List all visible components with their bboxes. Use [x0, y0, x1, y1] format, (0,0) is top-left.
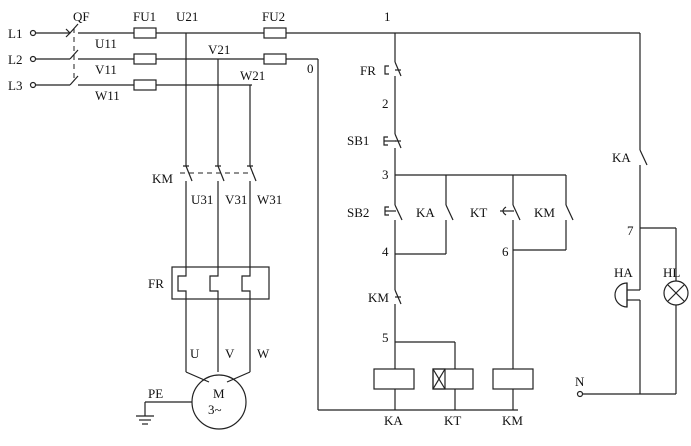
motor-m: M 3~: [185, 371, 251, 430]
label-km-coil: KM: [502, 413, 523, 428]
ka-no-contact: [395, 175, 454, 255]
terminal-l2: [29, 55, 37, 63]
main-circuit: KM U31 V31 W31 FR U V W M 3~: [136, 33, 282, 430]
label-pe: PE: [148, 386, 163, 401]
label-w11: W11: [95, 88, 120, 103]
label-node-1: 1: [384, 9, 391, 24]
alarm-circuit: KA 7 HA HL N: [575, 33, 689, 398]
terminal-n: [576, 390, 584, 398]
label-fu2: FU2: [262, 9, 285, 24]
fr-nc-contact: [384, 61, 402, 134]
label-kt-coil: KT: [444, 413, 461, 428]
label-fr-main: FR: [148, 276, 164, 291]
buzzer-ha: [614, 282, 641, 394]
label-l2: L2: [8, 52, 22, 67]
label-kt-contact: KT: [470, 205, 487, 220]
label-sb2: SB2: [347, 205, 369, 220]
label-motor-m: M: [213, 386, 225, 401]
neutral-n: [576, 390, 676, 398]
km-nc-contact: [394, 289, 402, 369]
ka-alarm-contact: [639, 149, 648, 228]
label-node-3: 3: [382, 167, 389, 182]
label-u21: U21: [176, 9, 198, 24]
label-qf: QF: [73, 9, 90, 24]
label-node-7: 7: [627, 223, 634, 238]
label-hl: HL: [663, 265, 680, 280]
coil-kt: [432, 368, 474, 410]
power-input-section: L1 L2 L3 QF FU1 U21 FU2 1 U11 V11 W11 V2…: [8, 9, 640, 411]
label-l3: L3: [8, 78, 22, 93]
km-main-contacts: [180, 162, 257, 190]
ground-pe: [136, 401, 192, 425]
label-node-2: 2: [382, 96, 389, 111]
label-v21: V21: [208, 42, 230, 57]
label-km-main: KM: [152, 171, 173, 186]
label-ka-contact: KA: [416, 205, 435, 220]
label-n: N: [575, 374, 585, 389]
label-node-6: 6: [502, 244, 509, 259]
fuse-fu1: [133, 27, 157, 91]
coil-ka: [373, 368, 415, 410]
label-v: V: [225, 346, 235, 361]
control-circuit: FR 2 SB1 3 SB2 KA 4: [347, 33, 574, 428]
coil-km: [492, 368, 534, 410]
label-km-nc: KM: [368, 290, 389, 305]
sb1-stop-button: [383, 133, 402, 175]
label-ka-alarm: KA: [612, 150, 631, 165]
label-sb1: SB1: [347, 133, 369, 148]
label-node-4: 4: [382, 244, 389, 259]
sb2-start-button: [384, 175, 403, 290]
km-seal-contact: [513, 175, 574, 251]
label-u: U: [190, 346, 200, 361]
label-v31: V31: [225, 192, 247, 207]
label-node-0: 0: [307, 61, 314, 76]
label-fu1: FU1: [133, 9, 156, 24]
label-u11: U11: [95, 36, 117, 51]
fuse-fu2: [263, 27, 287, 65]
terminal-l1: [29, 29, 37, 37]
label-node-5: 5: [382, 330, 389, 345]
kt-timed-contact: [500, 175, 521, 369]
thermal-relay-fr: [171, 266, 270, 300]
label-fr-ctrl: FR: [360, 63, 376, 78]
label-ha: HA: [614, 265, 633, 280]
label-w21: W21: [240, 68, 265, 83]
label-km-seal: KM: [534, 205, 555, 220]
label-motor-phase: 3~: [208, 402, 222, 417]
label-l1: L1: [8, 26, 22, 41]
label-w31: W31: [257, 192, 282, 207]
breaker-qf: [65, 23, 134, 86]
terminal-l3: [29, 81, 37, 89]
label-ka-coil: KA: [384, 413, 403, 428]
label-w: W: [257, 346, 270, 361]
lamp-hl: [663, 280, 689, 394]
label-u31: U31: [191, 192, 213, 207]
label-v11: V11: [95, 62, 117, 77]
